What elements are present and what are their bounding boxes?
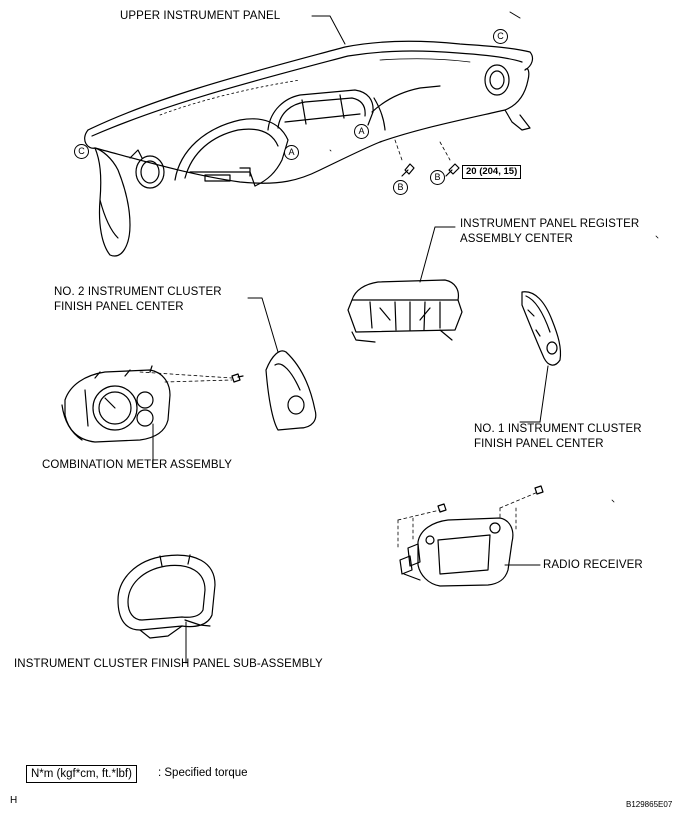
legend-box: N*m (kgf*cm, ft.*lbf) bbox=[26, 765, 137, 783]
no1-finish-panel-drawing bbox=[521, 291, 562, 366]
label-radio-receiver: RADIO RECEIVER bbox=[543, 559, 643, 571]
label-register-line2: ASSEMBLY CENTER bbox=[460, 233, 573, 245]
radio-receiver-drawing bbox=[397, 491, 539, 587]
label-no1-line1: NO. 1 INSTRUMENT CLUSTER bbox=[474, 423, 642, 435]
footer-figure-id: B129865E07 bbox=[626, 800, 673, 809]
no2-finish-panel-drawing bbox=[265, 350, 317, 431]
finish-panel-sub-assembly-drawing bbox=[117, 554, 216, 639]
torque-tag: 20 (204, 15) bbox=[462, 165, 522, 179]
bolt-b-right bbox=[445, 163, 460, 177]
legend-text: : Specified torque bbox=[158, 767, 248, 779]
bolt-b-left bbox=[401, 163, 415, 177]
leader-lines bbox=[152, 11, 549, 664]
marker-c-right: C bbox=[493, 29, 508, 44]
label-no2-line1: NO. 2 INSTRUMENT CLUSTER bbox=[54, 286, 222, 298]
marker-b-right: B bbox=[430, 170, 445, 185]
upper-instrument-panel-drawing bbox=[84, 40, 534, 257]
combination-meter-drawing bbox=[61, 365, 233, 443]
label-upper-instrument-panel: UPPER INSTRUMENT PANEL bbox=[120, 10, 281, 22]
marker-b-left: B bbox=[393, 180, 408, 195]
marker-a-left: A bbox=[284, 145, 299, 160]
meter-screw bbox=[231, 373, 244, 383]
radio-screw-right bbox=[534, 485, 544, 495]
marker-c-left: C bbox=[74, 144, 89, 159]
register-assembly-drawing bbox=[347, 279, 463, 343]
label-register-line1: INSTRUMENT PANEL REGISTER bbox=[460, 218, 640, 230]
footer-left-code: H bbox=[10, 795, 18, 806]
label-no1-line2: FINISH PANEL CENTER bbox=[474, 438, 604, 450]
label-finish-panel-sub-assembly: INSTRUMENT CLUSTER FINISH PANEL SUB-ASSE… bbox=[14, 658, 323, 670]
label-combination-meter: COMBINATION METER ASSEMBLY bbox=[42, 459, 233, 471]
radio-screw-left bbox=[437, 503, 447, 513]
marker-a-right: A bbox=[354, 124, 369, 139]
label-no2-line2: FINISH PANEL CENTER bbox=[54, 301, 184, 313]
